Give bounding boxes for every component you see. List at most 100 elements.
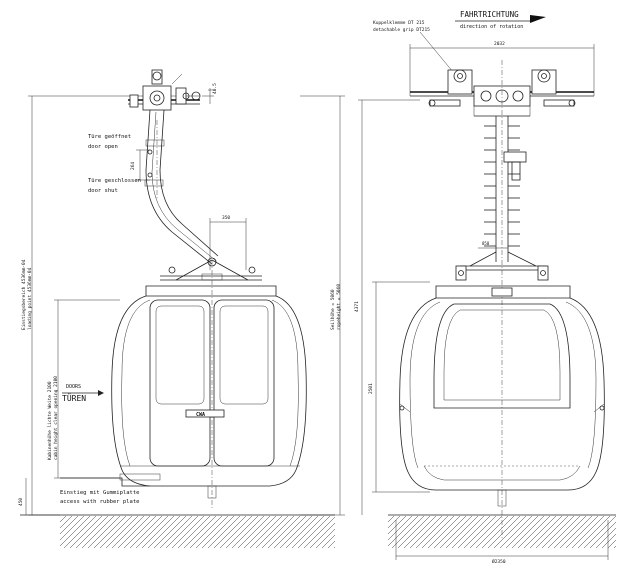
hatch-line bbox=[577, 515, 611, 549]
hatch-line bbox=[129, 515, 163, 549]
right-grip-assembly bbox=[410, 69, 594, 117]
hatch-line bbox=[123, 515, 157, 549]
hatch-line bbox=[69, 515, 103, 549]
hatch-line bbox=[261, 515, 295, 549]
hatch-line bbox=[297, 515, 331, 549]
door-shut-en: door shut bbox=[88, 188, 118, 194]
hatch-line bbox=[493, 515, 527, 549]
hatch-line bbox=[59, 515, 85, 541]
hatch-line bbox=[231, 515, 265, 549]
hatch-line bbox=[171, 515, 205, 549]
hatch-line bbox=[553, 515, 587, 549]
left-roof-frame bbox=[160, 257, 262, 281]
hatch-line bbox=[237, 515, 271, 549]
hatch-line bbox=[409, 515, 443, 549]
hatch-line bbox=[433, 515, 467, 549]
hatch-line bbox=[189, 515, 223, 549]
hatch-line bbox=[225, 515, 259, 549]
entry-note-de: Einstieg mit Gummiplatte bbox=[60, 490, 139, 496]
hatch-line bbox=[523, 515, 557, 549]
right-hanger-column bbox=[484, 60, 527, 540]
hatch-line bbox=[475, 515, 509, 549]
hatch-line bbox=[541, 515, 575, 549]
hatch-line bbox=[177, 515, 211, 549]
hatch-line bbox=[403, 515, 437, 549]
hatch-line bbox=[589, 521, 617, 549]
hatch-line bbox=[387, 515, 407, 535]
hatch-line bbox=[427, 515, 461, 549]
hatch-line bbox=[607, 539, 617, 549]
hatch-line bbox=[81, 515, 115, 549]
doors-label-en: DOORS bbox=[66, 384, 81, 390]
hatch-line bbox=[601, 533, 617, 549]
grip-label-de: Kuppelklemme DT 215 bbox=[373, 20, 425, 26]
dim-bottom: 450 bbox=[18, 498, 24, 506]
hatch-line bbox=[219, 515, 253, 549]
entry-note-en: access with rubber plate bbox=[60, 499, 139, 505]
hatch-line bbox=[571, 515, 605, 549]
rope-height-de: Seilhöhe = 5060 bbox=[330, 289, 336, 330]
hatch-line bbox=[141, 515, 175, 549]
hatch-line bbox=[613, 545, 617, 549]
hatch-line bbox=[207, 515, 241, 549]
dim-cabin-height: 2501 bbox=[368, 383, 374, 394]
hatch-line bbox=[59, 515, 79, 535]
hatch-line bbox=[99, 515, 133, 549]
hatch-line bbox=[279, 515, 313, 549]
hatch-line bbox=[481, 515, 515, 549]
hatch-line bbox=[147, 515, 181, 549]
hatch-line bbox=[159, 515, 193, 549]
direction-en: direction of rotation bbox=[460, 24, 523, 30]
hatch-line bbox=[451, 515, 485, 549]
hatch-line bbox=[63, 515, 97, 549]
hatch-line bbox=[273, 515, 307, 549]
dim-door-travel: 264 bbox=[130, 162, 136, 170]
hatch-line bbox=[391, 515, 425, 549]
hatch-line bbox=[327, 540, 336, 549]
hatch-line bbox=[59, 515, 73, 529]
hatch-line bbox=[59, 515, 91, 547]
left-ground-hatch bbox=[59, 515, 336, 549]
hatch-line bbox=[439, 515, 473, 549]
hatch-line bbox=[135, 515, 169, 549]
hatch-line bbox=[505, 515, 539, 549]
cabin-clear-height-de: Kabinenhöhe lichte Weite 2100 bbox=[47, 381, 53, 460]
dim-width: Ø2350 bbox=[492, 558, 506, 565]
hatch-line bbox=[595, 527, 617, 549]
hatch-line bbox=[285, 515, 319, 549]
door-shut-de: Türe geschlossen bbox=[88, 178, 141, 184]
dim-hanger-offset: 350 bbox=[222, 215, 230, 221]
left-grip-assembly bbox=[128, 69, 214, 111]
hatch-line bbox=[153, 515, 187, 549]
right-ground-hatch bbox=[387, 515, 617, 549]
left-cabin bbox=[60, 260, 307, 508]
loading-point-de: Einstiegsbereich 4536mm-04 bbox=[21, 259, 27, 330]
hatch-line bbox=[255, 515, 289, 549]
hatch-line bbox=[201, 515, 235, 549]
hatch-line bbox=[487, 515, 521, 549]
left-hanger-arm bbox=[136, 109, 219, 265]
hatch-line bbox=[249, 515, 283, 549]
direction-de: FAHRTRICHTUNG bbox=[460, 10, 519, 19]
direction-arrow bbox=[455, 15, 546, 23]
hatch-line bbox=[117, 515, 151, 549]
dim-total-height: 4371 bbox=[354, 301, 360, 312]
doors-direction-arrow bbox=[62, 390, 104, 396]
hatch-line bbox=[387, 515, 395, 523]
cabin-clear-height-en: cabin height clear opening 2100 bbox=[53, 376, 59, 460]
hatch-line bbox=[499, 515, 533, 549]
hatch-line bbox=[547, 515, 581, 549]
loading-point-en: loading point 4536mm-04 bbox=[27, 267, 33, 330]
hatch-line bbox=[387, 515, 413, 541]
hatch-line bbox=[267, 515, 301, 549]
right-front-view: FAHRTRICHTUNG direction of rotation Kupp… bbox=[354, 10, 617, 565]
hatch-line bbox=[315, 528, 336, 549]
door-open-en: door open bbox=[88, 144, 118, 150]
right-roof-frame bbox=[455, 251, 549, 281]
hatch-line bbox=[333, 546, 336, 549]
hatch-line bbox=[321, 534, 336, 549]
hatch-line bbox=[111, 515, 145, 549]
hatch-line bbox=[291, 515, 325, 549]
hatch-line bbox=[303, 516, 336, 549]
